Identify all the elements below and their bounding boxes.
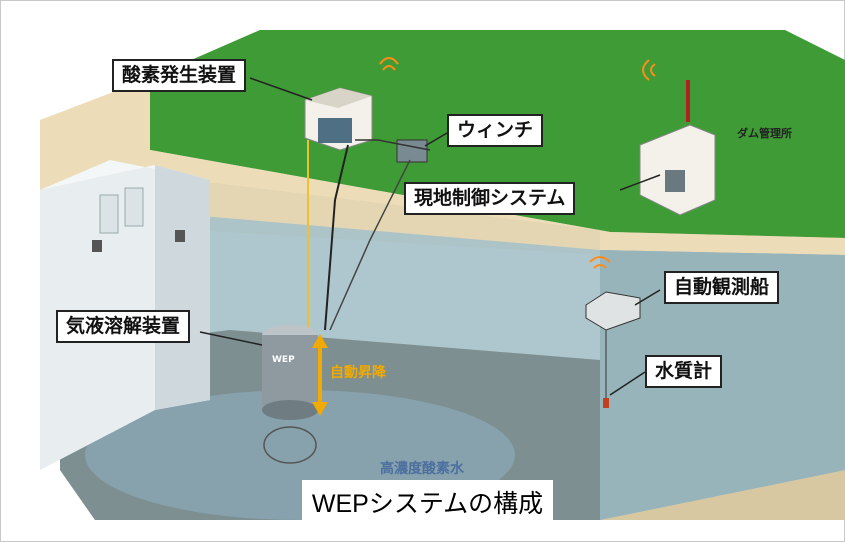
device-base-ring [263,426,317,464]
label-dam-office: ダム管理所 [737,127,792,140]
device-body [262,335,318,410]
water-right-face [600,250,845,520]
leader-gas-liquid [199,331,263,346]
dam-wall-side [155,165,210,410]
dam-office-door [665,170,685,192]
dam-gate-3 [92,240,102,252]
leader-boat [634,289,661,306]
device-wep-mark: WEP [272,355,295,365]
label-high-oxygen-water: 高濃度酸素水 [380,461,464,477]
oxygen-building-equipment [318,118,352,143]
dam-gate-1 [99,194,119,234]
wifi-signal-icon [642,59,656,81]
dam-gate-2 [124,187,144,227]
label-water-meter: 水質計 [645,355,723,388]
dam-gate-4 [175,230,185,242]
leader-oxygen [249,77,313,101]
leader-winch [424,132,448,147]
water-meter [603,398,609,408]
wifi-signal-icon [589,256,611,269]
winch-to-device-cable [355,139,431,151]
auto-lift-arrow-up [312,334,328,348]
label-oxygen-generator: 酸素発生装置 [112,59,247,92]
diagram-caption: WEPシステムの構成 [302,480,553,523]
dam-wall-top [40,160,210,190]
label-gas-liquid-dissolution: 気液溶解装置 [56,310,191,343]
black-cable [324,144,349,331]
winch-cable [329,159,411,331]
wifi-signal-icon [379,57,399,71]
label-auto-observation-boat: 自動観測船 [664,271,780,304]
label-auto-lift: 自動昇降 [330,365,386,381]
auto-boat [585,291,641,331]
oxygen-building-roof [305,88,372,108]
leader-local-control [619,174,661,191]
winch-unit [396,139,428,163]
label-local-control-system: 現地制御システム [404,182,576,215]
device-bottom [262,400,318,420]
label-winch: ウィンチ [447,114,544,147]
leader-water-meter [609,371,646,396]
auto-lift-arrow-down [312,402,328,416]
